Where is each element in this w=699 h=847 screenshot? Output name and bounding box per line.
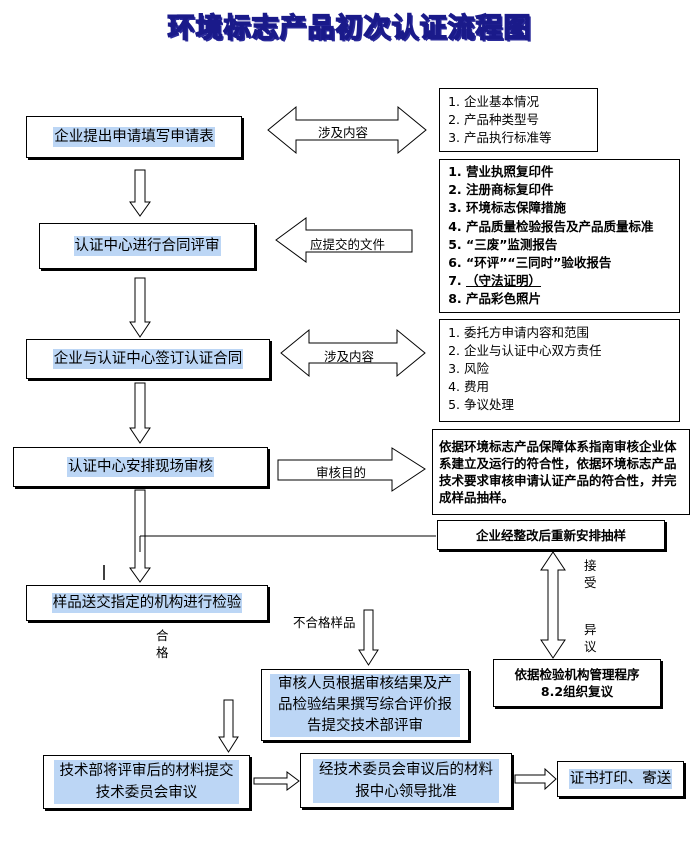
list-item: 产品种类型号: [464, 111, 591, 129]
down-arrow-3: [129, 382, 151, 444]
label-involves-2: 涉及内容: [324, 349, 375, 364]
double-arrow-involves-2: [280, 328, 426, 378]
label-pass: 合格: [156, 628, 169, 660]
step-sign-contract-label: 企业与认证中心签订认证合同: [52, 349, 244, 369]
step-sample-test: 样品送交指定的机构进行检验: [26, 585, 268, 621]
step-apply: 企业提出申请填写申请表: [26, 116, 242, 158]
list-item: 产品执行标准等: [464, 129, 591, 147]
list-item: 风险: [464, 360, 673, 378]
double-arrow-vertical: [540, 551, 566, 659]
step-site-audit: 认证中心安排现场审核: [13, 447, 268, 487]
list-item: “环评”“三同时”验收报告: [466, 254, 671, 272]
list-item: （守法证明）: [466, 272, 671, 290]
list-item: 营业执照复印件: [466, 163, 671, 181]
contract-contents-list: 委托方申请内容和范围 企业与认证中心双方责任 风险 费用 争议处理: [439, 319, 680, 422]
step-resample-label: 企业经整改后重新安排抽样: [475, 527, 626, 543]
label-fail: 不合格样品: [293, 615, 356, 630]
right-arrow-audit-purpose: [277, 447, 426, 492]
label-accept: 接受: [584, 558, 597, 590]
audit-purpose-box: 依据环境标志产品保障体系指南审核企业体系建立及运行的符合性，依据环境标志产品技术…: [432, 429, 690, 515]
list-item: 委托方申请内容和范围: [464, 324, 673, 342]
list-item: 环境标志保障措施: [466, 199, 671, 217]
step-site-audit-label: 认证中心安排现场审核: [67, 457, 214, 477]
left-arrow-documents: [275, 217, 413, 263]
right-arrow-committee: [253, 771, 300, 791]
down-arrow-1: [129, 169, 151, 217]
step-certificate: 证书打印、寄送: [557, 761, 684, 797]
step-dispute: 依据检验机构管理程序8.2组织复议: [493, 659, 661, 707]
list-item: 产品质量检验报告及产品质量标准: [466, 218, 671, 236]
step-resample: 企业经整改后重新安排抽样: [437, 520, 665, 550]
label-audit-purpose: 审核目的: [316, 465, 367, 480]
step-contract-review: 认证中心进行合同评审: [39, 223, 255, 269]
label-submitted-docs: 应提交的文件: [310, 237, 386, 252]
step-committee-label: 经技术委员会审议后的材料报中心领导批准: [313, 758, 499, 803]
step-sign-contract: 企业与认证中心签订认证合同: [26, 339, 270, 379]
label-objection: 异议: [584, 622, 597, 654]
step-tech-dept: 技术部将评审后的材料提交技术委员会审议: [43, 755, 250, 809]
step-sample-test-label: 样品送交指定的机构进行检验: [51, 593, 243, 613]
step-report-label: 审核人员根据审核结果及产品检验结果撰写综合评价报告提交技术部评审: [270, 673, 460, 737]
audit-purpose-text: 依据环境标志产品保障体系指南审核企业体系建立及运行的符合性，依据环境标志产品技术…: [439, 439, 677, 505]
step-contract-review-label: 认证中心进行合同评审: [73, 236, 221, 256]
list-item: 产品彩色照片: [466, 290, 671, 308]
step-certificate-label: 证书打印、寄送: [568, 769, 673, 789]
step-committee: 经技术委员会审议后的材料报中心领导批准: [300, 753, 512, 808]
list-item: “三废”监测报告: [466, 236, 671, 254]
step-apply-label: 企业提出申请填写申请表: [53, 127, 215, 147]
down-arrow-2: [129, 277, 151, 338]
documents-list: 营业执照复印件 注册商标复印件 环境标志保障措施 产品质量检验报告及产品质量标准…: [439, 159, 680, 313]
down-arrow-fail: [358, 609, 379, 666]
right-arrow-certificate: [514, 767, 557, 791]
page-title: 环境标志产品初次认证流程图: [167, 12, 532, 44]
list-item: 企业与认证中心双方责任: [464, 342, 673, 360]
label-involves-1: 涉及内容: [318, 125, 369, 140]
down-arrow-tech: [218, 699, 239, 753]
list-item: 注册商标复印件: [466, 181, 671, 199]
step-dispute-label: 依据检验机构管理程序8.2组织复议: [514, 667, 640, 699]
list-item: 费用: [464, 378, 673, 396]
step-report: 审核人员根据审核结果及产品检验结果撰写综合评价报告提交技术部评审: [261, 669, 469, 741]
apply-contents-list: 企业基本情况 产品种类型号 产品执行标准等: [439, 88, 598, 152]
step-tech-dept-label: 技术部将评审后的材料提交技术委员会审议: [54, 760, 239, 804]
double-arrow-involves-1: [267, 105, 427, 155]
list-item: 争议处理: [464, 396, 673, 414]
list-item: 企业基本情况: [464, 93, 591, 111]
